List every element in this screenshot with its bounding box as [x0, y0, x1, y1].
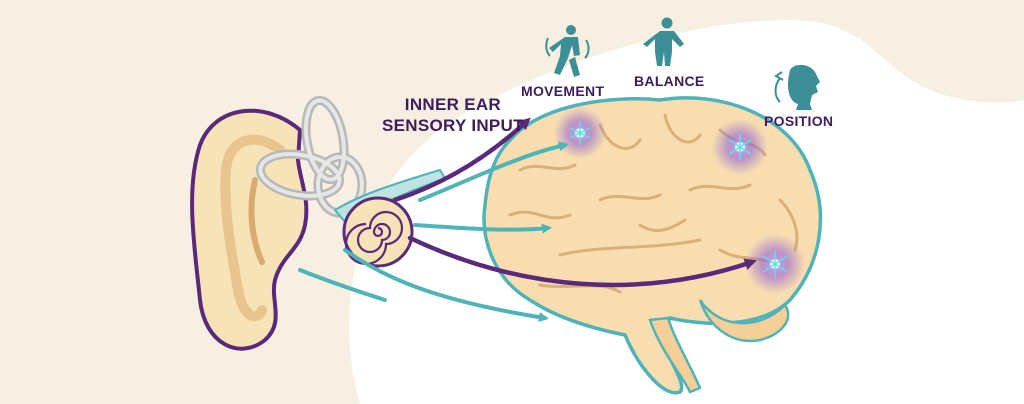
brain-activation-sites: [554, 107, 805, 294]
balance-label: BALANCE: [634, 73, 705, 89]
outer-ear: [190, 108, 309, 351]
movement-label: MOVEMENT: [521, 83, 605, 99]
inner-ear-sensory-input-label: INNER EAR SENSORY INPUT: [382, 94, 524, 136]
pathway-purple-2: [407, 235, 757, 288]
nerve-pathways: [298, 117, 757, 323]
pathway-teal-3: [343, 248, 549, 323]
balance-glow: [712, 119, 768, 175]
person-moving-icon: [545, 25, 590, 77]
inner-ear-label-line2: SENSORY INPUT: [382, 116, 524, 135]
position-glow: [745, 234, 805, 294]
pathway-purple-1: [392, 117, 531, 203]
movement-glow: [554, 107, 606, 159]
pathway-teal-2: [413, 223, 552, 234]
pathway-teal-1: [418, 141, 569, 202]
head-tilt-icon: [774, 64, 820, 110]
position-label: POSITION: [764, 113, 834, 129]
inner-ear-label-line1: INNER EAR: [404, 95, 502, 114]
person-standing-icon: [643, 17, 684, 66]
pathway-teal-4: [298, 268, 387, 302]
